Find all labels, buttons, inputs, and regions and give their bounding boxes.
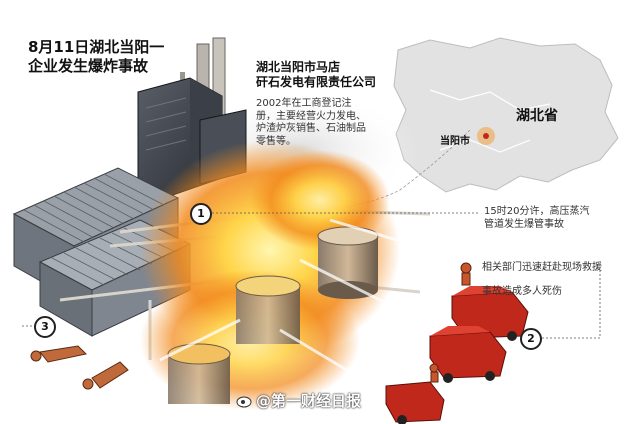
company-description-line-4: 零售等。 (256, 135, 296, 147)
company-name-line-1: 湖北当阳市马店 (256, 60, 341, 74)
hubei-map (393, 37, 619, 193)
company-description-line-1: 2002年在工商登记注 (256, 98, 352, 109)
marker-2: 2 (520, 328, 542, 350)
city-label: 当阳市 (440, 136, 470, 147)
company-name-line-2: 矸石发电有限责任公司 (256, 75, 377, 89)
fire-truck-2 (429, 326, 507, 383)
headline: 8月11日湖北当阳一 企业发生爆炸事故 (28, 38, 164, 76)
company-description: 2002年在工商登记注 册，主要经营火力发电、 炉渣炉灰销售、石油制品 零售等。 (256, 98, 396, 148)
event-description: 15时20分许，高压蒸汽 管道发生爆管事故 (484, 206, 589, 231)
marker-3: 3 (34, 316, 56, 338)
company-description-line-2: 册，主要经营火力发电、 (256, 110, 366, 122)
company-description-line-3: 炉渣炉灰销售、石油制品 (256, 123, 366, 134)
casualty-note: 事故造成多人死伤 (482, 286, 562, 297)
storage-tank-2 (235, 275, 301, 344)
watermark: @第一财经日报 (256, 392, 362, 410)
fire-truck-3 (385, 381, 445, 424)
rescue-note: 相关部门迅速赶赴现场救援 (482, 262, 602, 273)
headline-line-2: 企业发生爆炸事故 (28, 56, 149, 75)
marker-1: 1 (190, 203, 212, 225)
company-name: 湖北当阳市马店 矸石发电有限责任公司 (256, 60, 376, 90)
province-label: 湖北省 (516, 108, 558, 124)
casualty-figures (30, 345, 129, 390)
weibo-icon (236, 396, 252, 408)
firefighter-figures (429, 262, 472, 383)
event-line-1: 15时20分许，高压蒸汽 (484, 206, 590, 217)
storage-tank-1 (317, 226, 379, 299)
event-line-2: 管道发生爆管事故 (484, 218, 564, 230)
headline-line-1: 8月11日湖北当阳一 (28, 38, 165, 56)
